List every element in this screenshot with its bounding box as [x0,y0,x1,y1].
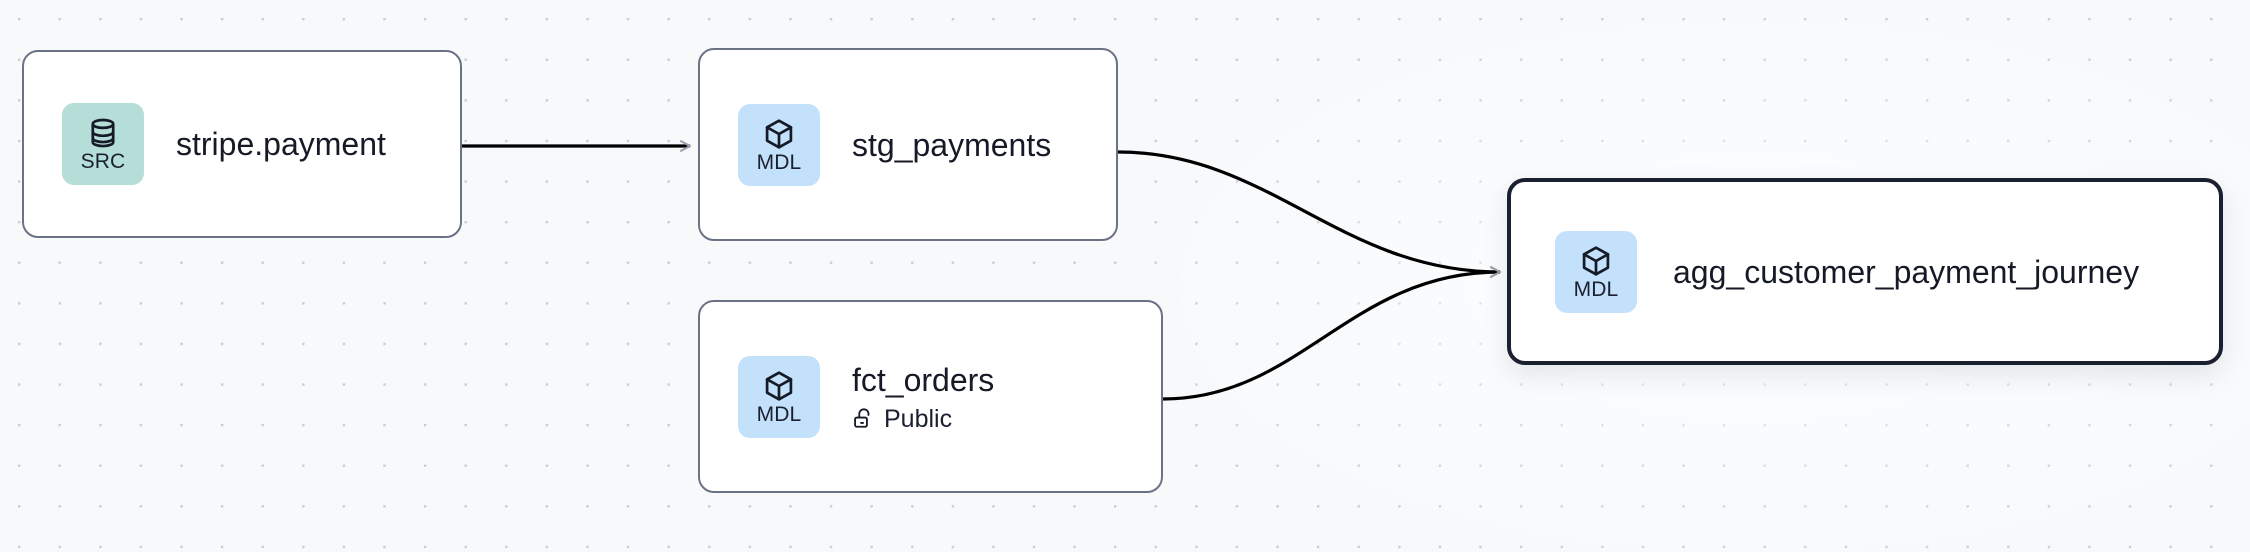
node-type-badge-label: MDL [1573,277,1619,301]
node-type-badge-mdl: MDL [738,103,820,186]
node-body: stg_payments [852,126,1051,164]
node-stg-payments[interactable]: MDL stg_payments [698,48,1118,241]
node-fct-orders[interactable]: MDL fct_orders Public [698,300,1163,493]
node-type-badge-label: MDL [756,402,802,426]
unlock-icon [852,407,875,430]
edge-stg-payments-to-agg-journey [1117,150,1502,278]
cube-icon [1579,244,1613,278]
node-type-badge-src: SRC [62,103,144,185]
node-visibility: Public [852,405,994,433]
node-type-badge-mdl: MDL [1555,230,1637,313]
node-type-badge-mdl: MDL [738,355,820,438]
node-visibility-label: Public [884,404,953,433]
node-body: fct_orders Public [852,361,994,433]
database-icon [86,116,120,150]
node-agg-customer-payment-journey[interactable]: MDL agg_customer_payment_journey [1507,178,2223,365]
node-title: agg_customer_payment_journey [1673,253,2140,290]
node-body: agg_customer_payment_journey [1673,253,2139,291]
node-stripe-payment[interactable]: SRC stripe.payment [22,50,462,238]
edge-fct-orders-to-agg-journey [1162,266,1502,401]
node-title: fct_orders [852,361,995,398]
cube-icon [762,369,796,403]
node-body: stripe.payment [176,125,386,163]
node-title: stripe.payment [176,126,386,162]
node-title: stg_payments [852,126,1052,163]
node-type-badge-label: MDL [756,150,802,174]
cube-icon [762,117,796,151]
node-type-badge-label: SRC [80,150,126,173]
